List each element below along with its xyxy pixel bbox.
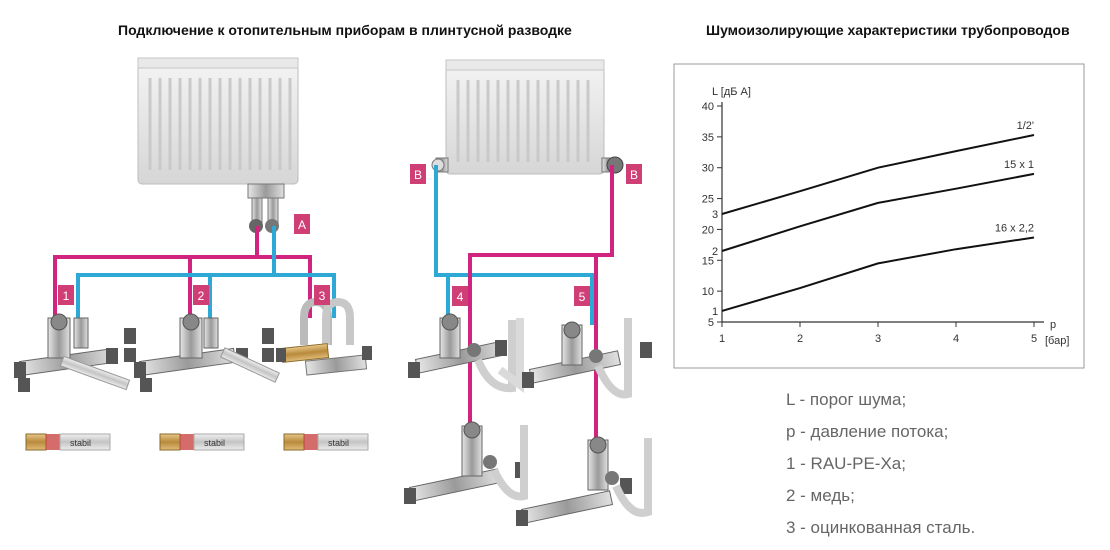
svg-text:A: A: [298, 218, 306, 232]
x-tick-label: 2: [797, 333, 803, 345]
badge-b-left: B: [410, 164, 426, 184]
y-tick-label: 10: [702, 286, 714, 298]
badge-1: 1: [58, 285, 74, 305]
x-tick-label: 1: [719, 333, 725, 345]
series-index-label: 3: [712, 209, 718, 221]
legend-item: 3 - оцинкованная сталь.: [786, 518, 976, 537]
fitting-assembly-3: [276, 297, 372, 376]
x-tick-label: 3: [875, 333, 881, 345]
y-tick-label: 15: [702, 255, 714, 267]
fitting-assembly-1: [14, 313, 136, 392]
radiator-left: [137, 57, 299, 185]
legend: L - порог шума; p - давление потока; 1 -…: [786, 384, 975, 544]
y-tick-label: 20: [702, 224, 714, 236]
series-line: [721, 134, 1035, 215]
svg-text:5: 5: [579, 290, 586, 304]
chart-frame: [673, 63, 1085, 369]
fitting-assembly-5: [522, 318, 652, 399]
fitting-assembly-7: [516, 436, 652, 526]
series-line: [721, 172, 1035, 252]
radiator-middle: [445, 59, 605, 175]
badge-a: A: [294, 214, 310, 234]
svg-text:3: 3: [319, 289, 326, 303]
y-axis-label: L [дБ А]: [712, 86, 751, 98]
y-tick-label: 40: [702, 101, 714, 113]
left-pipe-network: [53, 226, 336, 318]
legend-item: p - давление потока;: [786, 422, 949, 441]
svg-text:B: B: [414, 168, 422, 182]
y-tick-label: 5: [708, 317, 714, 329]
y-tick-label: 25: [702, 194, 714, 206]
stabil-pipe-sample-3: stabil: [283, 433, 369, 451]
x-tick-label: 4: [953, 333, 959, 345]
x-axis-label: p: [1050, 319, 1056, 331]
svg-text:2: 2: [198, 289, 205, 303]
supply-pipe: [53, 226, 259, 318]
pipe-label: stabil: [204, 438, 225, 448]
svg-text:1: 1: [63, 289, 70, 303]
x-tick-label: 5: [1031, 333, 1037, 345]
stabil-pipe-sample-1: stabil: [25, 433, 111, 451]
pipe-label: stabil: [328, 438, 349, 448]
legend-item: 1 - RAU-PE-Xa;: [786, 454, 906, 473]
fitting-assembly-6: [404, 421, 528, 504]
series-line: [721, 236, 1035, 312]
badge-3: 3: [314, 285, 330, 305]
fitting-assembly-4: [408, 313, 524, 393]
noise-chart: L [дБ А] p [бар] 5 10 15 20 25 30 35 40 1 2 3 4 5 3 1…: [673, 63, 1085, 369]
middle-pipe-network: [434, 165, 614, 440]
y-tick-label: 35: [702, 132, 714, 144]
stabil-pipe-sample-2: stabil: [159, 433, 245, 451]
series-name-label: 1/2': [1017, 120, 1034, 132]
y-tick-label: 30: [702, 163, 714, 175]
badge-2: 2: [193, 285, 209, 305]
series-index-label: 1: [712, 306, 718, 318]
svg-text:4: 4: [457, 290, 464, 304]
pipe-label: stabil: [70, 438, 91, 448]
bottom-connection-valve: [247, 183, 285, 233]
fitting-assembly-2: [134, 313, 280, 392]
legend-item: 2 - медь;: [786, 486, 855, 505]
return-pipe: [434, 165, 594, 325]
legend-item: L - порог шума;: [786, 390, 907, 409]
series-name-label: 15 x 1: [1004, 159, 1034, 171]
series-index-label: 2: [712, 246, 718, 258]
diagram-title: Подключение к отопительным приборам в пл…: [118, 22, 572, 38]
badge-4: 4: [452, 286, 468, 306]
svg-text:B: B: [630, 168, 638, 182]
return-pipe: [76, 226, 276, 318]
badge-5: 5: [574, 286, 590, 306]
badge-b-right: B: [626, 164, 642, 184]
chart-title: Шумоизолирующие характеристики трубопров…: [706, 22, 1070, 38]
series-name-label: 16 x 2,2: [995, 222, 1034, 234]
supply-pipe: [468, 165, 614, 430]
x-axis-unit: [бар]: [1045, 335, 1069, 347]
